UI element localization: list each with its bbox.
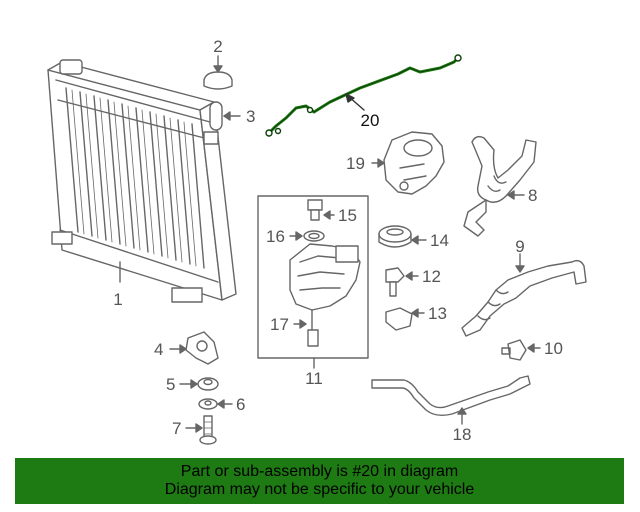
- part-6-washer: [198, 398, 233, 410]
- part-9-lower-hose: [461, 253, 587, 337]
- part-20-vent-pipe: [265, 54, 462, 137]
- part-8-upper-hose: [463, 135, 537, 237]
- callout-11: 11: [305, 369, 323, 388]
- part-5-insulator: [179, 377, 219, 391]
- exploded-parts-diagram: 1 2 3 4 5 6 7 8 9 10 11 12 13 14 15 16 1…: [47, 37, 587, 445]
- part-4-bracket: [169, 331, 219, 365]
- callout-14: 14: [430, 231, 449, 250]
- callout-4: 4: [154, 340, 163, 359]
- callout-13: 13: [428, 304, 447, 323]
- part-18-bypass-pipe: [371, 375, 531, 425]
- callout-16: 16: [266, 227, 285, 246]
- part-radiator: [47, 59, 237, 303]
- part-16-oring: [289, 230, 325, 242]
- part-17-sensor-leader: [293, 319, 307, 329]
- banner-line-disclaimer: Diagram may not be specific to your vehi…: [164, 481, 475, 498]
- callout-7: 7: [172, 419, 181, 438]
- callout-8: 8: [528, 186, 537, 205]
- part-11-housing-group: [257, 195, 369, 369]
- callout-19: 19: [346, 154, 365, 173]
- callout-18: 18: [453, 425, 472, 444]
- callout-2: 2: [213, 37, 222, 56]
- callout-20: 20: [361, 111, 380, 130]
- part-10-fitting: [501, 339, 541, 361]
- part-14-cap: [378, 225, 427, 248]
- callout-6: 6: [236, 395, 245, 414]
- part-12-bolt: [385, 267, 419, 297]
- callout-5: 5: [166, 375, 175, 394]
- callout-10: 10: [544, 339, 563, 358]
- part-2-cap: [203, 55, 233, 90]
- callout-1: 1: [113, 290, 122, 309]
- callout-3: 3: [246, 107, 255, 126]
- part-7-bolt: [185, 415, 217, 445]
- part-info-banner: Part or sub-assembly is #20 in diagram D…: [15, 458, 624, 504]
- part-13-sensor: [385, 307, 425, 331]
- part-19-thermostat-housing: [371, 131, 445, 195]
- part-3-sleeve: [209, 101, 241, 131]
- callout-12: 12: [422, 267, 441, 286]
- banner-line-part: Part or sub-assembly is #20 in diagram: [180, 463, 459, 480]
- callout-15: 15: [338, 206, 357, 225]
- callout-17: 17: [270, 315, 289, 334]
- callout-9: 9: [515, 237, 524, 256]
- part-15-screw: [307, 199, 335, 221]
